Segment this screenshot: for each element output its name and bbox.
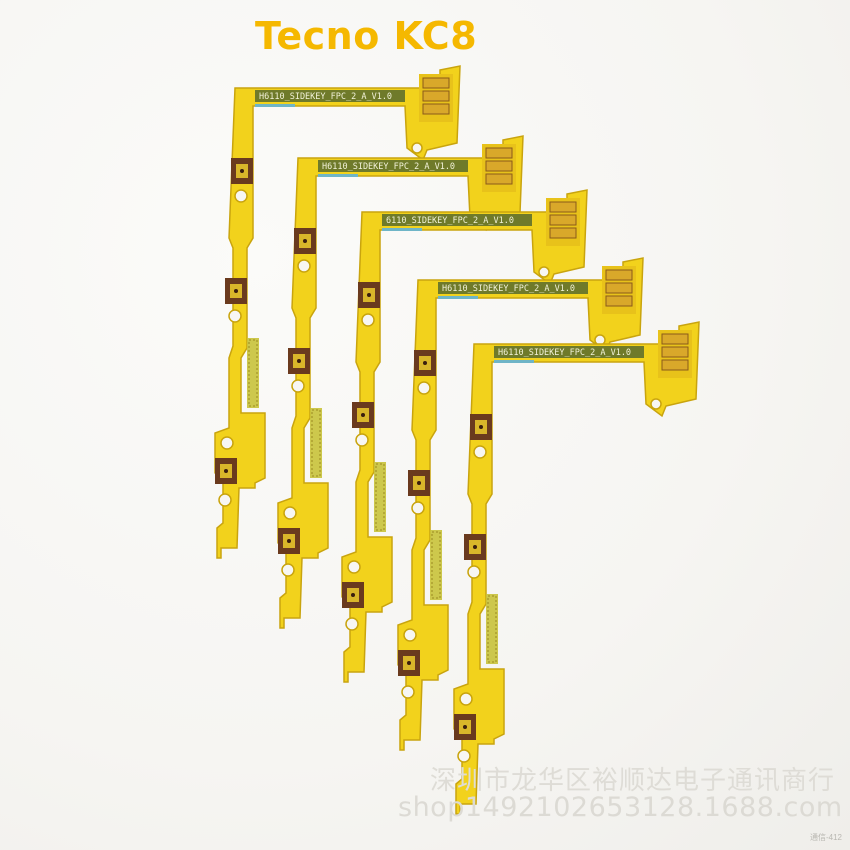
flex-cable-1: H6110_SIDEKEY_FPC_2_A_V1.0 (214, 65, 461, 559)
cable-part-label: H6110_SIDEKEY_FPC_2_A_V1.0 (498, 348, 631, 358)
cable-part-label: H6110_SIDEKEY_FPC_2_A_V1.0 (442, 284, 575, 294)
watermark-tag: 通信-412 (810, 833, 843, 842)
flex-cable-4: H6110_SIDEKEY_FPC_2_A_V1.0 (397, 257, 644, 751)
flex-cable-2: H6110_SIDEKEY_FPC_2_A_V1.0 (277, 135, 524, 629)
flex-cable-3: 6110_SIDEKEY_FPC_2_A_V1.0 (341, 189, 588, 683)
product-title: Tecno KC8 (255, 14, 478, 58)
cable-part-label: 6110_SIDEKEY_FPC_2_A_V1.0 (386, 216, 514, 226)
flex-cable-5: H6110_SIDEKEY_FPC_2_A_V1.0 (453, 321, 700, 815)
watermark-url: shop1492102653128.1688.com (398, 792, 843, 823)
cable-part-label: H6110_SIDEKEY_FPC_2_A_V1.0 (259, 92, 392, 102)
watermark-company: 深圳市龙华区裕顺达电子通讯商行 (430, 766, 836, 796)
cable-part-label: H6110_SIDEKEY_FPC_2_A_V1.0 (322, 162, 455, 172)
